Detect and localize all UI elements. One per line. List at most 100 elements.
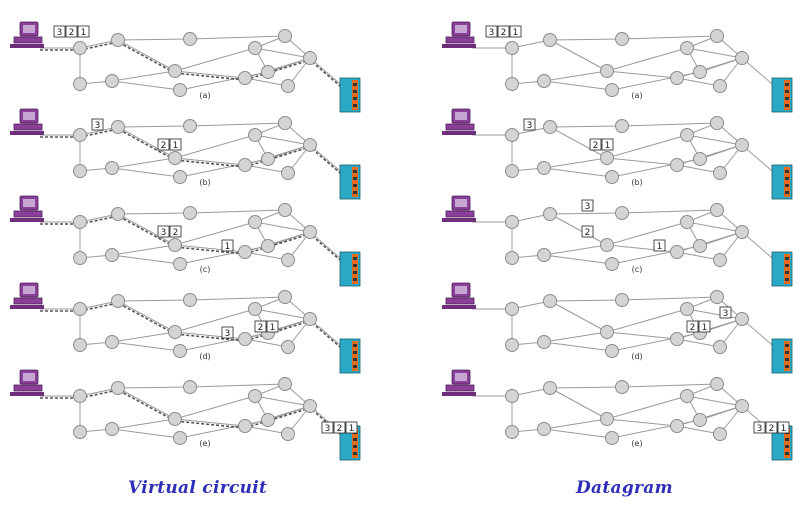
network-link — [549, 300, 608, 333]
network-link — [174, 418, 246, 427]
network-link — [606, 70, 678, 79]
packet-number: 2 — [501, 28, 507, 38]
network-link — [244, 338, 289, 348]
router-node — [670, 158, 684, 172]
router-node — [168, 412, 182, 426]
network-link — [174, 308, 256, 333]
router-node — [735, 225, 749, 239]
network-link — [676, 405, 743, 427]
router-node — [238, 245, 252, 259]
router-node — [600, 412, 614, 426]
network-link — [111, 418, 176, 430]
network-link — [174, 134, 256, 159]
packet-number: 1 — [270, 323, 276, 333]
network-link — [174, 157, 246, 166]
router-node — [693, 152, 707, 166]
router-node — [238, 332, 252, 346]
packet-number: 2 — [161, 141, 167, 151]
router-node — [713, 427, 727, 441]
packet-number: 2 — [173, 228, 179, 238]
computer-icon — [10, 282, 44, 309]
server-icon — [339, 164, 361, 200]
router-node — [543, 120, 557, 134]
computer-icon — [442, 369, 476, 396]
network-link — [543, 167, 613, 178]
packet-group: 3 — [91, 118, 104, 131]
router-node — [73, 389, 87, 403]
router-node — [278, 377, 292, 391]
router-node — [693, 413, 707, 427]
row-label: (b) — [199, 178, 210, 187]
router-node — [537, 248, 551, 262]
network-link — [254, 134, 311, 146]
network-link — [117, 39, 176, 72]
virtual-circuit-path — [40, 215, 355, 273]
network-link — [543, 331, 608, 343]
network-link — [676, 164, 721, 174]
packet-number: 3 — [161, 228, 167, 238]
router-node — [303, 225, 317, 239]
server-icon — [771, 164, 793, 200]
network-link — [174, 221, 256, 246]
packet-group: 3 — [523, 118, 536, 131]
router-node — [278, 203, 292, 217]
network-link — [621, 296, 718, 301]
router-node — [111, 33, 125, 47]
router-node — [537, 422, 551, 436]
virtual-circuit-path — [40, 41, 355, 99]
router-node — [735, 138, 749, 152]
router-node — [543, 294, 557, 308]
packet-number: 2 — [69, 28, 75, 38]
router-node — [278, 29, 292, 43]
network-link — [117, 126, 176, 159]
router-node — [168, 238, 182, 252]
network-link — [543, 428, 613, 439]
network-link — [606, 418, 678, 427]
packet-group: 3 — [221, 326, 234, 339]
router-node — [615, 380, 629, 394]
router-node — [505, 164, 519, 178]
router-node — [248, 215, 262, 229]
router-node — [261, 152, 275, 166]
network-link — [606, 157, 678, 166]
router-node — [73, 302, 87, 316]
network-link — [686, 134, 743, 146]
router-node — [261, 239, 275, 253]
router-node — [73, 128, 87, 142]
network-link — [174, 331, 246, 340]
network-link — [189, 383, 286, 388]
network-link — [254, 308, 311, 320]
network-link — [606, 308, 688, 333]
router-node — [693, 65, 707, 79]
packet-number: 1 — [605, 141, 611, 151]
packet-number: 3 — [225, 329, 231, 339]
router-node — [537, 335, 551, 349]
router-node — [735, 51, 749, 65]
packet-number: 3 — [757, 424, 763, 434]
router-node — [505, 215, 519, 229]
network-link — [676, 57, 743, 79]
computer-icon — [442, 21, 476, 48]
router-node — [537, 74, 551, 88]
network-link — [174, 70, 246, 79]
packet-number: 2 — [593, 141, 599, 151]
router-node — [505, 425, 519, 439]
row-label: (d) — [199, 352, 210, 361]
packet-number: 1 — [657, 242, 663, 252]
network-link — [549, 299, 623, 302]
router-node — [73, 215, 87, 229]
router-node — [73, 77, 87, 91]
router-node — [713, 79, 727, 93]
router-node — [303, 312, 317, 326]
router-node — [105, 335, 119, 349]
router-node — [680, 215, 694, 229]
network-link — [676, 251, 721, 261]
router-node — [168, 64, 182, 78]
